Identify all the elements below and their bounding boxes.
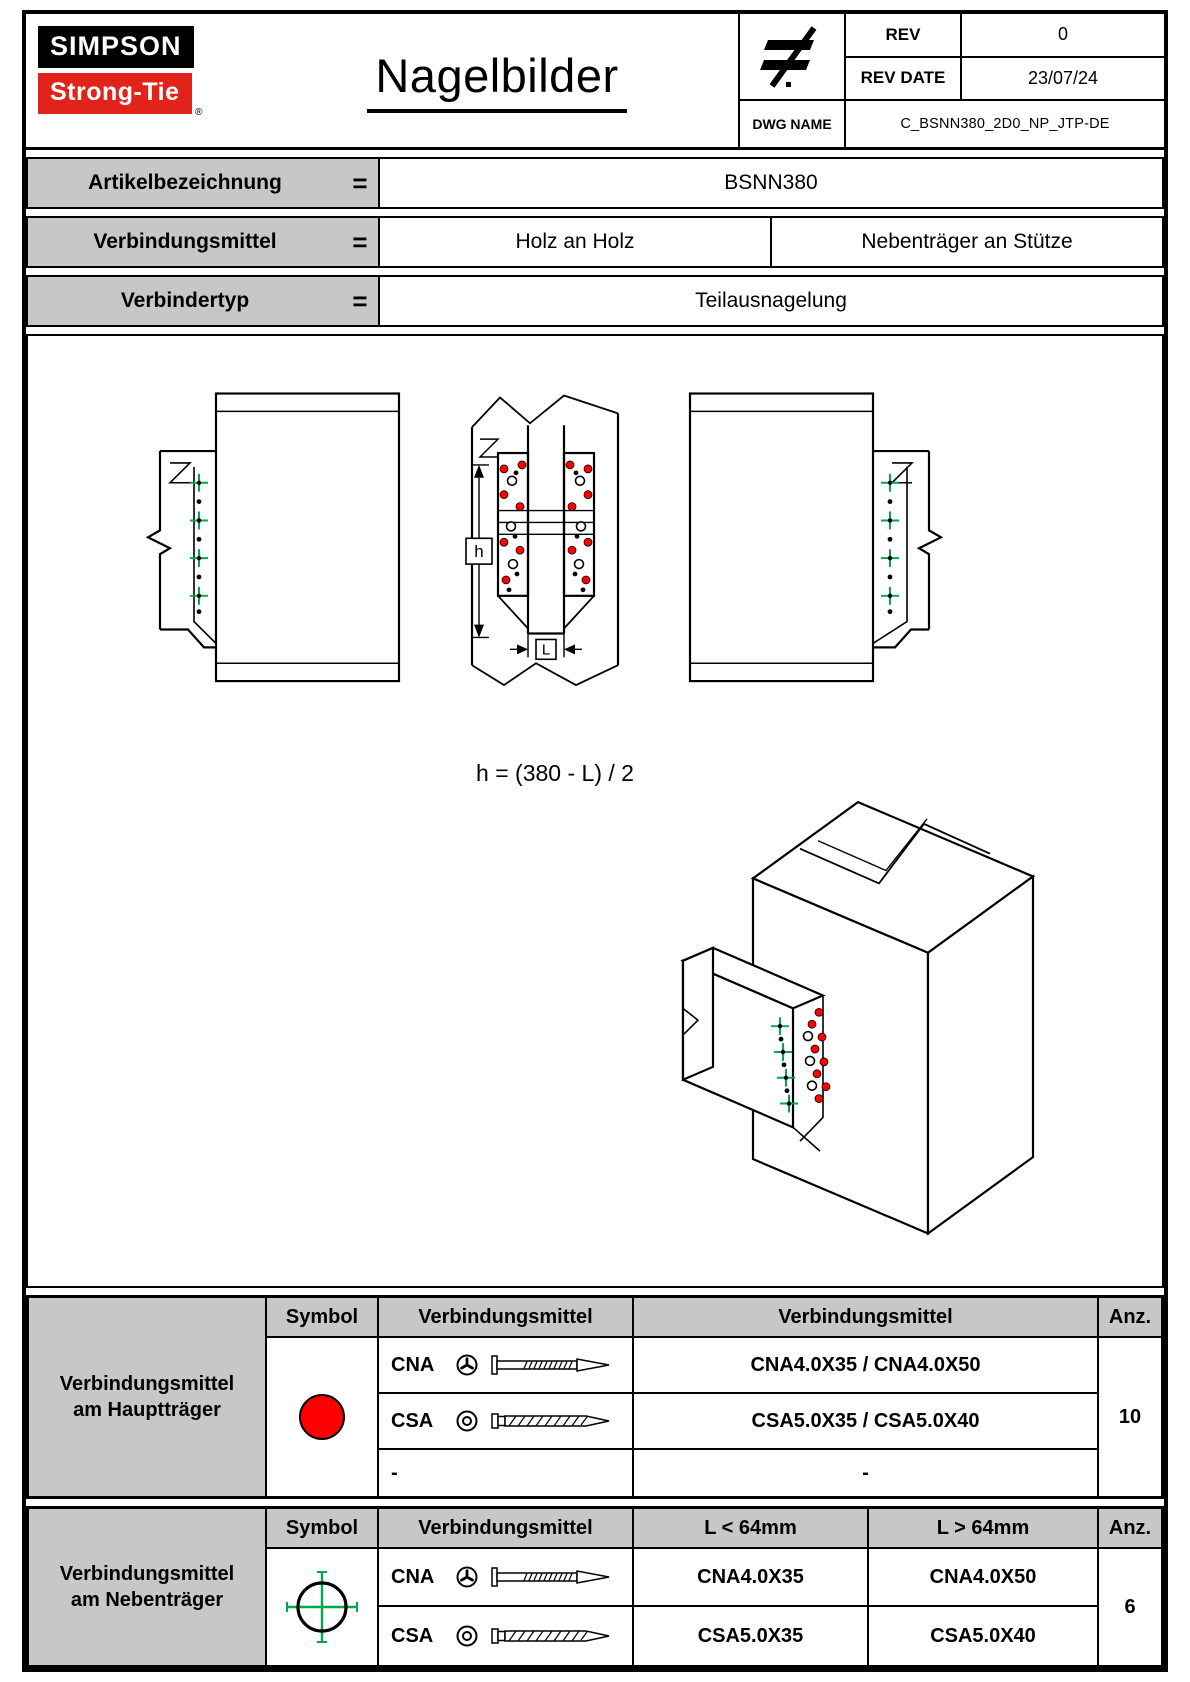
secondary-csa-long: CSA5.0X40 <box>869 1607 1099 1665</box>
front-view <box>470 394 620 687</box>
csa-head-icon <box>455 1409 479 1433</box>
meta-row-verbindertyp: Verbindertyp = Teilausnagelung <box>26 275 1164 327</box>
main-row-csa: CSA <box>379 1394 634 1450</box>
main-table-header-fastener: Verbindungsmittel <box>379 1298 634 1338</box>
secondary-symbol-cell <box>267 1549 379 1665</box>
csa-screw-drawing-icon <box>491 1625 621 1647</box>
main-row-dash: - <box>379 1450 634 1496</box>
secondary-table-header-fastener: Verbindungsmittel <box>379 1509 634 1549</box>
main-symbol-cell <box>267 1338 379 1496</box>
left-side-view <box>145 392 401 683</box>
secondary-cna-long: CNA4.0X50 <box>869 1549 1099 1607</box>
main-dash-value: - <box>634 1450 1099 1496</box>
sheet-frame: SIMPSON Strong-Tie ® Nagelbilder REV 0 R… <box>22 10 1168 1672</box>
right-view-fastener-markers <box>880 472 900 615</box>
dash-label: - <box>391 1461 398 1484</box>
main-fastener-table: Verbindungsmittel am Hauptträger Symbol … <box>26 1295 1164 1499</box>
secondary-table-header-symbol: Symbol <box>267 1509 379 1549</box>
registered-mark: ® <box>195 107 203 118</box>
secondary-csa-short: CSA5.0X35 <box>634 1607 869 1665</box>
verbindungsmittel-value-1: Holz an Holz <box>515 230 635 253</box>
main-row-cna: CNA <box>379 1338 634 1394</box>
technical-drawing: h L <box>145 392 1036 1236</box>
cna-head-icon <box>455 1353 479 1377</box>
isometric-view <box>680 800 1036 1236</box>
main-qty-value: 10 <box>1118 1405 1142 1428</box>
front-view-nail-markers <box>499 460 593 593</box>
secondary-table-header-short: L < 64mm <box>634 1509 869 1549</box>
main-csa-value: CSA5.0X35 / CSA5.0X40 <box>634 1394 1099 1450</box>
brand-logo: SIMPSON Strong-Tie ® <box>26 14 256 147</box>
artikelbezeichnung-label: Artikelbezeichnung <box>88 171 282 194</box>
not-equal-logo-icon <box>740 14 846 102</box>
cna-label: CNA <box>391 1353 435 1376</box>
revision-block: REV 0 REV DATE 23/07/24 DWG NAME C_BSNN3… <box>738 14 1164 147</box>
secondary-table-row-header: Verbindungsmittel am Nebenträger <box>29 1509 267 1665</box>
rev-date-label: REV DATE <box>846 57 962 102</box>
front-view-dim-l: L <box>510 633 582 661</box>
strongtie-logo: Strong-Tie <box>38 73 192 114</box>
simpson-logo: SIMPSON <box>38 26 194 68</box>
crosshair-circle-symbol-icon <box>286 1571 358 1643</box>
cna-nail-drawing-icon <box>491 1354 621 1376</box>
verbindertyp-value: Teilausnagelung <box>695 289 847 312</box>
secondary-qty-value: 6 <box>1124 1595 1136 1618</box>
main-table-header-qty: Anz. <box>1099 1298 1161 1338</box>
main-table-header-symbol: Symbol <box>267 1298 379 1338</box>
verbindungsmittel-value-2: Nebenträger an Stütze <box>770 218 1162 266</box>
cna-label: CNA <box>391 1565 435 1588</box>
dim-l-label: L <box>542 641 550 658</box>
csa-label: CSA <box>391 1624 434 1647</box>
equals-sign: = <box>352 285 368 316</box>
verbindertyp-label: Verbindertyp <box>120 289 250 312</box>
secondary-table-header-qty: Anz. <box>1099 1509 1161 1549</box>
csa-head-icon <box>455 1624 479 1648</box>
height-formula: h = (380 - L) / 2 <box>476 760 634 786</box>
red-circle-symbol-icon <box>299 1394 345 1440</box>
main-table-row-header: Verbindungsmittel am Hauptträger <box>29 1298 267 1496</box>
verbindungsmittel-label: Verbindungsmittel <box>93 230 277 253</box>
dim-h-label: h <box>474 542 483 561</box>
front-view-dim-h: h <box>465 464 493 639</box>
drawing-panel: h L <box>26 334 1164 1288</box>
secondary-row-csa: CSA <box>379 1607 634 1665</box>
main-table-header-values: Verbindungsmittel <box>634 1298 1099 1338</box>
rev-label: REV <box>846 14 962 58</box>
page-title: Nagelbilder <box>367 48 627 113</box>
csa-label: CSA <box>391 1409 434 1432</box>
meta-row-artikelbezeichnung: Artikelbezeichnung = BSNN380 <box>26 157 1164 209</box>
title-block: SIMPSON Strong-Tie ® Nagelbilder REV 0 R… <box>26 14 1164 150</box>
meta-row-verbindungsmittel: Verbindungsmittel = Holz an Holz Nebentr… <box>26 216 1164 268</box>
dwg-name-label: DWG NAME <box>740 101 846 147</box>
secondary-fastener-table: Verbindungsmittel am Nebenträger Symbol … <box>26 1506 1164 1668</box>
rev-date-value: 23/07/24 <box>962 58 1164 102</box>
equals-sign: = <box>352 167 368 198</box>
secondary-row-cna: CNA <box>379 1549 634 1607</box>
left-view-fastener-markers <box>189 472 209 615</box>
right-side-view <box>688 392 944 683</box>
secondary-cna-short: CNA4.0X35 <box>634 1549 869 1607</box>
main-cna-value: CNA4.0X35 / CNA4.0X50 <box>634 1338 1099 1394</box>
cna-nail-drawing-icon <box>491 1566 621 1588</box>
equals-sign: = <box>352 226 368 257</box>
cna-head-icon <box>455 1565 479 1589</box>
csa-screw-drawing-icon <box>491 1410 621 1432</box>
secondary-table-header-long: L > 64mm <box>869 1509 1099 1549</box>
rev-value: 0 <box>962 14 1164 58</box>
artikelbezeichnung-value: BSNN380 <box>724 171 818 194</box>
dwg-name-value: C_BSNN380_2D0_NP_JTP-DE <box>900 116 1110 133</box>
